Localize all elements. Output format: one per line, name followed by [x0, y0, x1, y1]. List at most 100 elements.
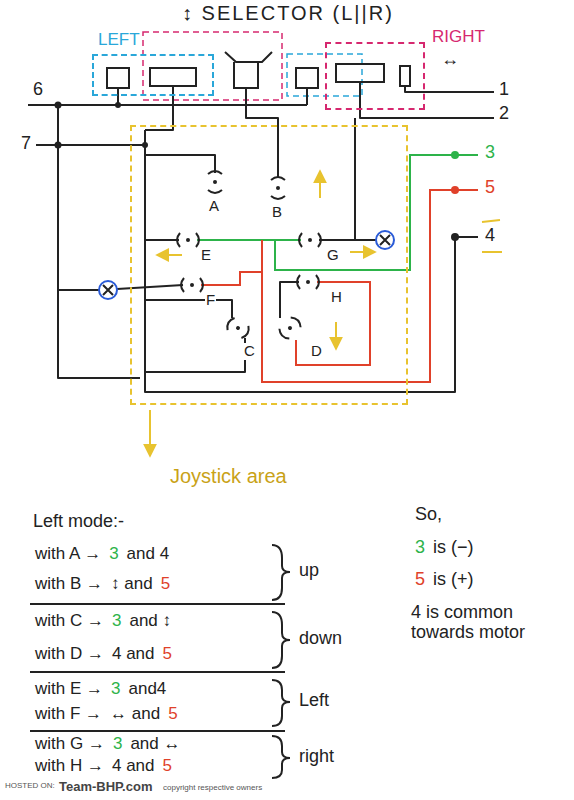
label-row: E [200, 247, 212, 264]
art-path [145, 130, 478, 392]
art-path [405, 86, 494, 92]
label-row: ↔ [440, 50, 460, 70]
red-wire [201, 190, 478, 382]
label-row: 3 is (−) [414, 538, 475, 558]
note-braces [30, 545, 290, 778]
label-row: copyright respective owners [162, 784, 263, 793]
art-use [297, 275, 319, 289]
art-rect [107, 68, 129, 88]
note-text: down [298, 629, 343, 649]
art-rect [296, 68, 318, 88]
art-path [354, 118, 356, 240]
label-row: Left mode:- [32, 512, 125, 532]
art-path [380, 235, 390, 245]
label-row: with G → 3 and ↔ [34, 735, 181, 754]
note-text: 2 [498, 104, 510, 124]
label-row: So, [414, 505, 443, 525]
label-row: 7 [20, 134, 32, 154]
art-path [117, 285, 183, 289]
note-text: 3 [112, 735, 123, 754]
note-text: and 4 [126, 545, 171, 564]
note-text: H [330, 289, 343, 306]
note-text: 3 [110, 680, 121, 699]
diagram-title: ↕ SELECTOR (L||R) [182, 2, 394, 24]
note-text: 5 [162, 645, 173, 664]
art-path [30, 671, 285, 673]
note-text: G [326, 247, 340, 264]
art-rect [400, 66, 410, 86]
label-row: with B →↕ and5 [34, 575, 171, 594]
note-text: with G → [34, 735, 106, 754]
note-text: 4 is common towards motor [410, 603, 567, 643]
art-path [30, 730, 285, 732]
label-row: with H →4 and5 [34, 757, 173, 776]
art-path [272, 612, 290, 668]
note-text: 6 [32, 80, 44, 100]
note-text: Left [298, 691, 330, 711]
art-path [272, 736, 290, 778]
note-text: B [271, 204, 283, 221]
note-text: with H → [34, 757, 105, 776]
art-circle [142, 142, 148, 148]
art-path [275, 155, 478, 270]
note-text: 4 and [111, 757, 156, 776]
note-text: and4 [128, 680, 168, 699]
art-path [201, 272, 262, 285]
art-path [296, 282, 370, 365]
art-path [319, 172, 321, 198]
art-use [299, 233, 321, 247]
note-text: HOSTED ON: [4, 782, 56, 791]
art-path [360, 82, 494, 118]
label-row: G [326, 247, 340, 264]
art-use [225, 316, 251, 339]
art-path [145, 300, 232, 318]
note-text: is (−) [432, 538, 475, 558]
green-wire [197, 155, 478, 270]
removed-contact [99, 231, 394, 299]
art-circle [451, 233, 459, 241]
art-path [262, 190, 478, 382]
label-row: right [298, 747, 335, 767]
art-path [272, 545, 290, 600]
art-path [280, 282, 299, 318]
region-label: RIGHT [430, 28, 487, 47]
label-row: HOSTED ON: [4, 782, 56, 791]
label-row: B [271, 204, 283, 221]
note-text: with A → [34, 545, 102, 564]
region-label: Joystick area [168, 465, 289, 487]
note-text: 5 [414, 570, 426, 590]
art-path [319, 239, 376, 241]
note-text: D [310, 343, 323, 360]
art-path [246, 88, 278, 178]
art-path [145, 338, 245, 372]
note-text: and ↔ [129, 735, 181, 754]
note-text: 3 [414, 538, 426, 558]
joystick-area: Joystick area [130, 125, 408, 405]
note-text: 3 [484, 143, 496, 163]
label-row: 1 [498, 80, 510, 100]
art-rect [150, 68, 196, 86]
label-row: 5 [484, 178, 496, 198]
art-path [28, 104, 307, 106]
art-path [145, 155, 215, 173]
label-row: Left [298, 691, 330, 711]
label-row: with E →3and4 [34, 680, 167, 699]
note-text: with F → [34, 705, 103, 724]
art-path [158, 254, 182, 256]
direction-arrows [150, 172, 502, 455]
label-row: 4 [484, 226, 496, 246]
art-path [306, 88, 308, 105]
label-row: with D →4 and5 [34, 645, 173, 664]
art-circle [451, 186, 459, 194]
note-text: with B → [34, 575, 104, 594]
label-row: 3 [484, 143, 496, 163]
art-path [335, 322, 337, 348]
label-row: C [243, 343, 256, 360]
art-circle [99, 281, 117, 299]
selector-right-group: RIGHT [325, 42, 425, 110]
note-text: 4 and [111, 645, 156, 664]
label-row: up [298, 561, 320, 581]
art-circle [115, 102, 121, 108]
art-path [225, 52, 272, 88]
note-text: Team-BHP.com [58, 780, 153, 794]
